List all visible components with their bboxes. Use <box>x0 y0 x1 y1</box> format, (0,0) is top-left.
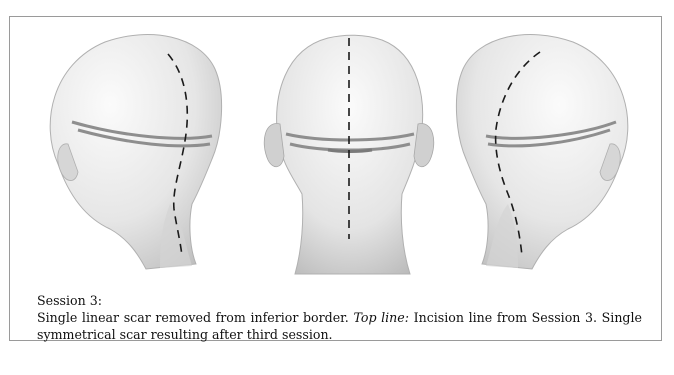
head-right-view <box>456 35 627 269</box>
head-right-skull <box>456 35 627 269</box>
head-left-view <box>50 35 221 269</box>
head-center-ear-right <box>414 124 434 167</box>
caption-text-1: Single linear scar removed from inferior… <box>37 310 349 325</box>
head-center-ear-left <box>264 124 284 167</box>
figure-caption: Session 3: Single linear scar removed fr… <box>37 292 642 343</box>
head-center-view <box>264 35 434 274</box>
head-center-scar-center <box>328 150 372 152</box>
head-left-skull <box>50 35 221 269</box>
caption-title: Session 3: <box>37 292 642 309</box>
head-illustrations <box>10 24 664 286</box>
caption-emphasis: Top line: <box>353 310 409 325</box>
caption-body: Single linear scar removed from inferior… <box>37 309 642 343</box>
